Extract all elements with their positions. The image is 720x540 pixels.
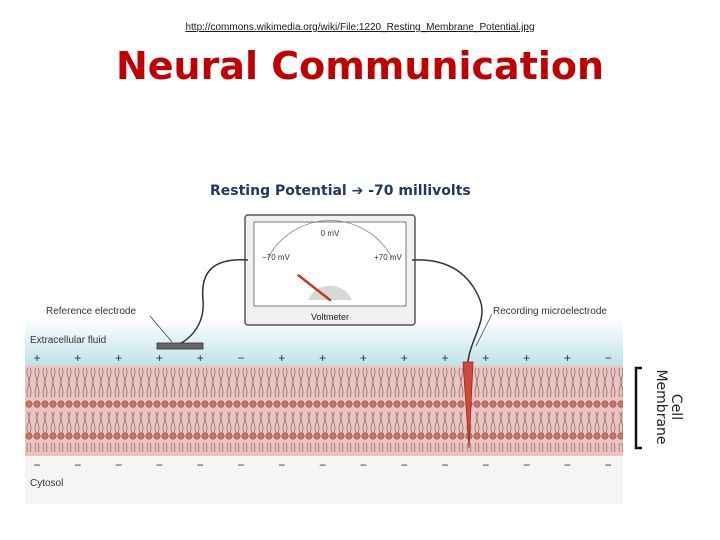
voltmeter-scale-arc — [267, 220, 393, 259]
reference-electrode-label: Reference electrode — [46, 306, 136, 317]
outside-charge: + — [197, 351, 204, 365]
recording-microelectrode-label: Recording microelectrode — [493, 306, 607, 317]
extracellular-fluid-region — [25, 318, 623, 366]
right-arrow-icon: ➔ — [351, 183, 364, 199]
inside-charges-row: −−−−−−−−−−−−−−− — [33, 458, 611, 472]
source-link[interactable]: http://commons.wikimedia.org/wiki/File:1… — [185, 22, 535, 33]
inside-charge: − — [115, 458, 122, 472]
inside-charge: − — [605, 458, 612, 472]
outside-charge: + — [74, 351, 81, 365]
inside-charge: − — [401, 458, 408, 472]
cytosol-region — [25, 456, 623, 504]
outside-charge: + — [156, 351, 163, 365]
outside-charge: − — [605, 351, 612, 365]
voltmeter-pos-label: +70 mV — [374, 253, 402, 262]
voltmeter-zero-label: 0 mV — [321, 229, 340, 238]
voltmeter-dial-hub — [308, 285, 352, 300]
reference-electrode — [156, 342, 204, 350]
inside-charge: − — [156, 458, 163, 472]
lipid-layer-outer — [25, 368, 623, 408]
inside-charge: − — [74, 458, 81, 472]
outside-charge: + — [441, 351, 448, 365]
voltmeter-neg-label: −70 mV — [262, 253, 290, 262]
recording-wire — [411, 259, 483, 363]
voltmeter-needle — [297, 274, 332, 302]
inside-charge: − — [523, 458, 530, 472]
inside-charge: − — [197, 458, 204, 472]
inside-charge: − — [278, 458, 285, 472]
reference-electrode-pointer — [149, 315, 173, 343]
outside-charge: + — [360, 351, 367, 365]
inside-charge: − — [237, 458, 244, 472]
outside-charge: + — [482, 351, 489, 365]
reference-wire — [174, 259, 249, 347]
inside-charge: − — [33, 458, 40, 472]
slide-title: Neural Communication — [115, 44, 605, 88]
extracellular-fluid-label: Extracellular fluid — [30, 335, 106, 346]
outside-charge: − — [237, 351, 244, 365]
voltmeter-label: Voltmeter — [311, 312, 349, 322]
inside-charge: − — [319, 458, 326, 472]
inside-charge: − — [482, 458, 489, 472]
membrane-bracket-icon — [634, 366, 642, 450]
recording-microelectrode-pointer — [475, 313, 493, 347]
recording-microelectrode — [462, 361, 474, 449]
cytosol-label: Cytosol — [30, 478, 63, 489]
lipid-layer-inner — [25, 412, 623, 452]
outside-charge: + — [564, 351, 571, 365]
resting-potential-caption: Resting Potential ➔ -70 millivolts — [210, 183, 471, 199]
outside-charge: + — [278, 351, 285, 365]
outside-charge: + — [115, 351, 122, 365]
resting-potential-label: Resting Potential — [210, 183, 347, 199]
outside-charge: + — [401, 351, 408, 365]
outside-charge: + — [33, 351, 40, 365]
inside-charge: − — [564, 458, 571, 472]
inside-charge: − — [360, 458, 367, 472]
outside-charge: + — [319, 351, 326, 365]
outside-charges-row: + + + + + − + + + + + + + + − — [33, 351, 611, 365]
outside-charge: + — [523, 351, 530, 365]
inside-charge: − — [441, 458, 448, 472]
resting-potential-value: -70 millivolts — [368, 183, 471, 199]
